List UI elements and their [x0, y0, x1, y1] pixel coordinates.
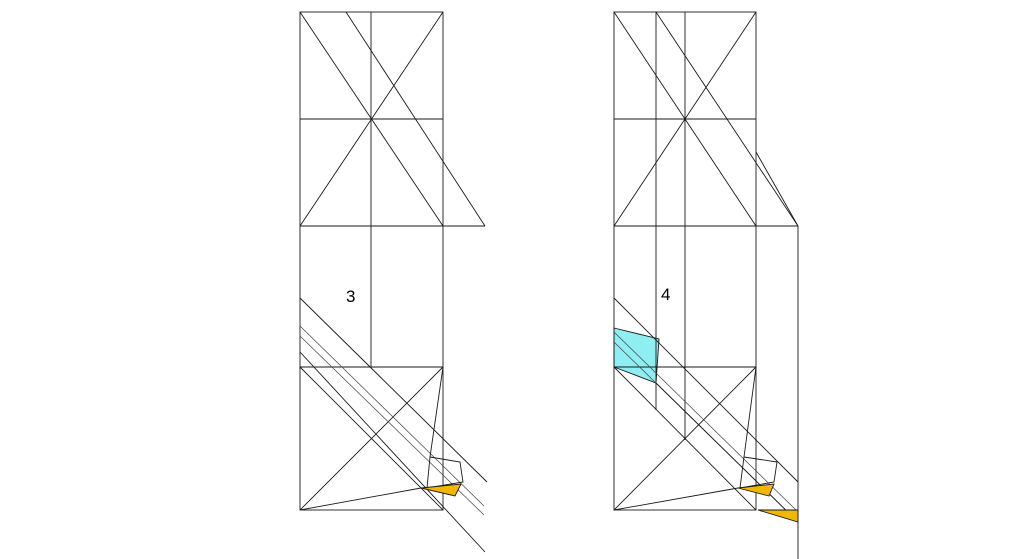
step-3-paper-outline [299, 11, 444, 511]
step-4-diagonal-crease [613, 11, 757, 227]
step-3-diagonal-crease [345, 11, 486, 227]
step-4-fold-line [655, 382, 799, 523]
step-3-flap-square [426, 456, 464, 489]
step-3-flap-edge [299, 487, 422, 511]
step-4-extension-edge [755, 151, 799, 559]
step-3-diagonal-crease [299, 366, 444, 511]
step-3-flap-edge [429, 366, 444, 458]
step-4-flap-edge [613, 487, 739, 511]
step-4-number: 4 [661, 285, 670, 304]
step-3-diagram: 3 [299, 11, 488, 553]
step-4-yellow-flap [737, 483, 775, 497]
step-3-number: 3 [346, 287, 355, 306]
step-4-fold-line [613, 297, 799, 483]
step-4-fold-line [613, 331, 797, 511]
step-3-fold-line [299, 351, 486, 553]
step-4-diagonal-crease [655, 11, 799, 227]
step-4-diagram: 4 [613, 11, 799, 559]
step-3-yellow-flap [420, 483, 462, 497]
step-3-fold-line [299, 325, 485, 507]
step-4-yellow-flap-lower [757, 509, 799, 523]
step-3-diagonal-crease [299, 11, 444, 227]
step-4-flap-square [739, 456, 778, 489]
step-3-fold-line [299, 297, 488, 483]
step-4-flap-edge [743, 366, 757, 458]
step-4-diagonal-crease [613, 366, 757, 511]
